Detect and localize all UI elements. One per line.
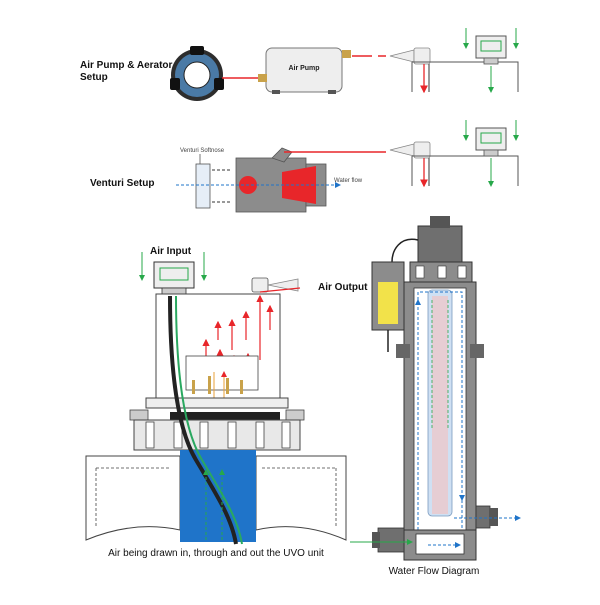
green-inner-dash bbox=[431, 300, 449, 430]
mount-left bbox=[396, 344, 410, 358]
air-input-box-icon bbox=[153, 261, 195, 295]
air-pump-section: Air Pump & Aerator Setup Air Pump bbox=[80, 28, 519, 101]
air-input-label: Air Input bbox=[150, 246, 192, 257]
outlet-fitting-right bbox=[475, 505, 498, 529]
bottom-inner bbox=[415, 533, 465, 555]
air-pump-setup-title-line2: Setup bbox=[80, 72, 108, 83]
barb-fitting-icon-2 bbox=[389, 141, 431, 159]
power-cable bbox=[391, 238, 419, 263]
lid-tab-left bbox=[129, 409, 149, 421]
tank-walls bbox=[85, 455, 347, 541]
inlet-fitting-left bbox=[372, 527, 405, 553]
water-flow-label: Water flow bbox=[334, 178, 363, 184]
air-output-label: Air Output bbox=[318, 282, 368, 293]
air-pump-icon: Air Pump bbox=[258, 47, 351, 94]
top-collar-slot-b bbox=[437, 265, 447, 279]
venturi-body-icon bbox=[235, 147, 327, 213]
water-caption: Water Flow Diagram bbox=[389, 566, 480, 577]
air-pump-label: Air Pump bbox=[288, 65, 319, 72]
orange-arrows bbox=[213, 372, 224, 398]
top-collar-slot-a bbox=[415, 265, 425, 279]
top-collar-slot-c bbox=[457, 265, 467, 279]
collar-ring bbox=[133, 419, 301, 451]
water-flow-section: Water Flow Diagram bbox=[350, 216, 521, 577]
barb-fitting-icon bbox=[389, 47, 431, 65]
venturi-setup-title: Venturi Setup bbox=[90, 178, 154, 189]
uvo-air-section: Air Input Air Output bbox=[85, 246, 368, 559]
softnose-icon bbox=[195, 163, 211, 209]
top-cap bbox=[417, 225, 463, 263]
air-input-box-small-1 bbox=[475, 35, 507, 65]
lid-tab-right bbox=[285, 409, 305, 421]
air-caption: Air being drawn in, through and out the … bbox=[108, 548, 324, 559]
housing-outline-top-1 bbox=[411, 61, 519, 92]
air-hose-black bbox=[168, 295, 238, 545]
venturi-section: Venturi Softnose Venturi Setup Water flo… bbox=[90, 120, 519, 213]
uv-lamp bbox=[432, 296, 448, 514]
air-input-box-small-2 bbox=[475, 127, 507, 157]
inner-sensor-block bbox=[185, 355, 259, 391]
lid-plate bbox=[145, 397, 289, 409]
air-pump-setup-title-line1: Air Pump & Aerator bbox=[80, 60, 173, 71]
housing-outline-top-2 bbox=[411, 155, 519, 186]
aerator-ring-icon bbox=[170, 46, 224, 101]
sensor-pins bbox=[192, 376, 243, 394]
venturi-softnose-label: Venturi Softnose bbox=[180, 148, 225, 154]
air-hose-green bbox=[175, 295, 243, 545]
softnose-dash bbox=[212, 169, 232, 203]
ballast-icon bbox=[371, 261, 405, 352]
mount-right bbox=[470, 344, 484, 358]
black-gasket bbox=[170, 412, 280, 420]
top-cap-nub bbox=[430, 216, 450, 228]
